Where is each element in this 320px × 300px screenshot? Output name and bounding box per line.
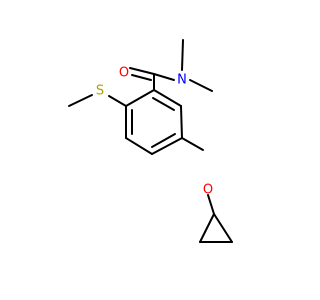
ring-inner-bond-2 — [151, 133, 176, 148]
ether-oxygen-label: O — [203, 183, 213, 198]
ring-bond-6 — [125, 89, 155, 107]
ring-bond-4 — [125, 137, 153, 155]
ring-bond-1 — [153, 89, 182, 107]
carbonyl-double-bond-b — [131, 74, 152, 81]
nitrogen-methyl-bond-top — [181, 39, 184, 71]
sulfur-label: S — [96, 84, 104, 99]
molecule-structure: O N S O — [68, 39, 233, 243]
carbonyl-double-bond-a — [129, 67, 155, 75]
cyclopropyl-bond-1 — [199, 213, 215, 243]
carbonyl-oxygen-label: O — [119, 66, 129, 81]
carbonyl-to-nitrogen-bond — [153, 73, 175, 81]
ring-inner-bond-1 — [152, 97, 175, 111]
ring-to-sulfur-bond — [108, 95, 127, 107]
ring-bond-3 — [151, 137, 183, 155]
atom-labels: O N S O — [96, 66, 213, 198]
cyclopropyl-bond-3 — [213, 213, 233, 243]
ring-to-ether-oxygen-bond — [181, 137, 204, 151]
amide-nitrogen-label: N — [177, 73, 187, 88]
ring-bond-2 — [180, 105, 183, 139]
bonds — [68, 39, 233, 243]
sulfur-methyl-bond — [68, 94, 93, 107]
ether-oxygen-to-cyclopropyl-bond — [207, 194, 215, 215]
nitrogen-methyl-bond-right — [189, 79, 213, 92]
